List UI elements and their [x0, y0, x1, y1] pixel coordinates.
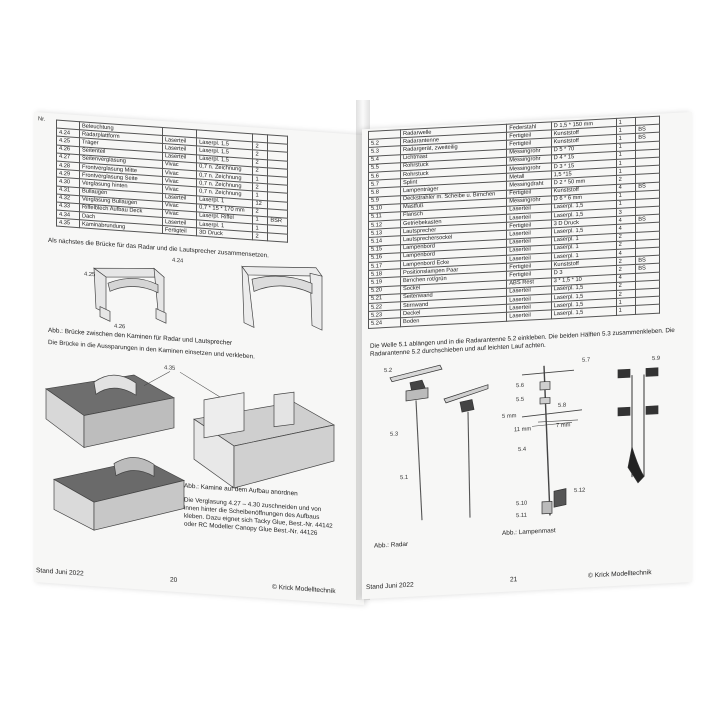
mast-label-5-11: 5.11: [516, 513, 527, 520]
footer-left-date: Stand Juni 2022: [36, 567, 84, 578]
mast-label-5-8: 5.8: [558, 403, 566, 409]
table-cell-no: 4.35: [56, 218, 80, 229]
mast-label-7mm: 7 mm: [556, 422, 571, 429]
table-cell-mat: Fertigteil: [162, 225, 197, 237]
fig1-label-4-25: 4.25: [84, 272, 95, 279]
fig1-label-4-24: 4.24: [172, 258, 184, 265]
superstructure-figure: 4.35: [45, 365, 335, 531]
page-number-right: 21: [510, 576, 518, 584]
mast-label-5-6: 5.6: [516, 383, 524, 389]
table-cell-qty: 1: [616, 305, 636, 315]
fig2-label-4-35: 4.35: [164, 365, 175, 372]
radar-figure: 5.2 5.3 5.1: [384, 364, 489, 521]
radar-label-5-2: 5.2: [384, 368, 392, 374]
mast-label-5-12: 5.12: [574, 488, 585, 495]
caption-lamp-mast: Abb.: Lampenmast: [502, 527, 556, 537]
mast-label-5-4: 5.4: [518, 447, 527, 453]
table-cell-no: 5.24: [368, 318, 401, 328]
caption-radar: Abb.: Radar: [374, 540, 409, 550]
radar-label-5-1: 5.1: [400, 475, 408, 481]
table-cell-mat: Laserteil: [506, 310, 552, 321]
lamp-label-5-9: 5.9: [652, 356, 660, 362]
mast-label-11mm: 11 mm: [514, 426, 531, 433]
footer-left-copyright: © Krick Modelltechnik: [272, 583, 336, 596]
table-cell-note: [635, 304, 660, 314]
mast-label-5mm: 5 mm: [502, 413, 517, 420]
table-cell-qty: 2: [252, 232, 268, 242]
mast-label-5-10: 5.10: [516, 501, 527, 508]
radar-label-5-3: 5.3: [390, 431, 398, 437]
footer-right-date: Stand Juni 2022: [366, 581, 414, 592]
lamp-mast-figure: 5.7 5.6 5.5 5.8 5 mm 11 mm 7 mm 5.4 5.10…: [502, 356, 660, 520]
fig1-label-4-26: 4.26: [114, 324, 125, 331]
mast-label-5-5: 5.5: [516, 397, 524, 403]
table-header-no: Nr.: [38, 116, 46, 123]
mast-label-5-7: 5.7: [582, 357, 590, 363]
bridge-figure: 4.24 4.25 4.26: [84, 258, 323, 331]
footer-right-copyright: © Krick Modelltechnik: [588, 569, 652, 580]
table-cell-note: [267, 233, 288, 243]
page-number-left: 20: [170, 576, 178, 585]
